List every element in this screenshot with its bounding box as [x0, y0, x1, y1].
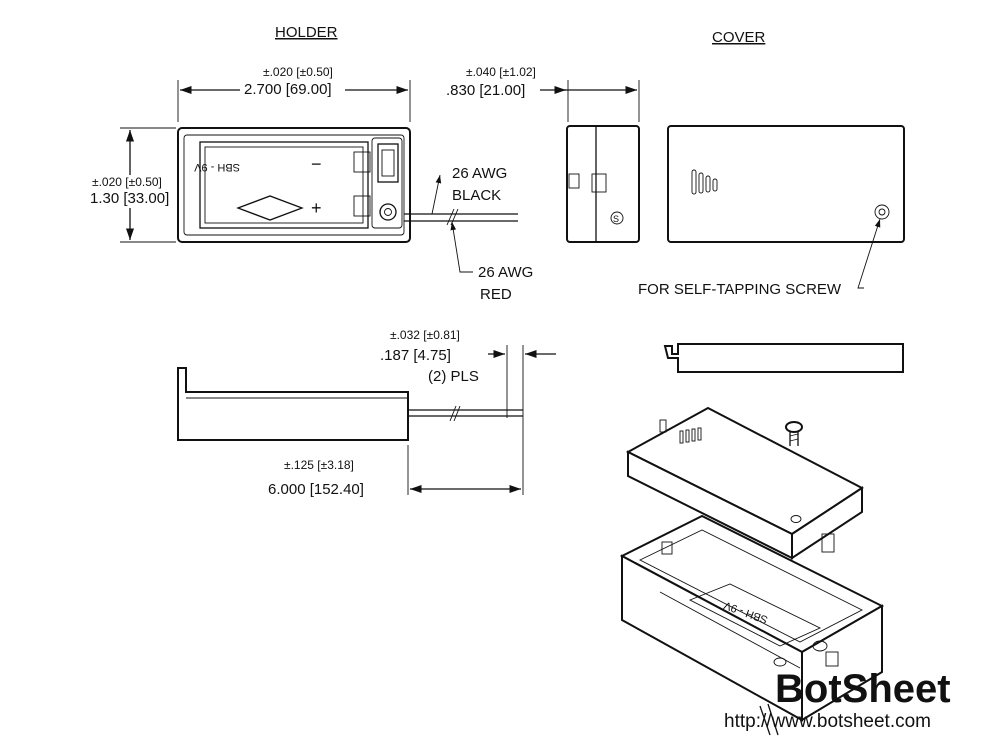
cover-width-tolerance: ±.040 [±1.02]: [466, 65, 536, 79]
minus-sign: −: [311, 154, 322, 174]
cover-width-value: .830 [21.00]: [446, 82, 525, 99]
brand-url: http://www.botsheet.com: [724, 711, 931, 732]
cover-side-view: ±.040 [±1.02] .830 [21.00] S: [446, 65, 640, 243]
holder-height-tolerance: ±.020 [±0.50]: [92, 175, 162, 189]
holder-top-view: ±.020 [±0.50] 2.700 [69.00] ±.020 [±0.50…: [90, 65, 533, 303]
cover-top-view: FOR SELF-TAPPING SCREW: [638, 125, 905, 298]
lead-tolerance: ±.125 [±3.18]: [284, 458, 354, 472]
holder-title: HOLDER: [275, 24, 338, 41]
svg-text:S: S: [613, 214, 619, 224]
screw-note: FOR SELF-TAPPING SCREW: [638, 281, 842, 298]
strip-value: .187 [4.75]: [380, 347, 451, 364]
red-wire-gauge: 26 AWG: [478, 264, 533, 281]
holder-model-label: SBH - 9V: [193, 161, 240, 173]
cover-front-view: [663, 343, 904, 373]
plus-sign: +: [311, 198, 322, 218]
isometric-view: SBH - 9V: [619, 406, 885, 736]
brand-name: BotSheet: [775, 667, 951, 711]
black-wire-color: BLACK: [452, 187, 501, 204]
lead-value: 6.000 [152.40]: [268, 481, 364, 498]
holder-height-value: 1.30 [33.00]: [90, 190, 169, 207]
strip-note: (2) PLS: [428, 368, 479, 385]
black-wire-gauge: 26 AWG: [452, 165, 507, 182]
red-wire-color: RED: [480, 286, 512, 303]
strip-tolerance: ±.032 [±0.81]: [390, 328, 460, 342]
holder-side-view: ±.032 [±0.81] .187 [4.75] (2) PLS ±.125 …: [177, 328, 556, 498]
holder-width-tolerance: ±.020 [±0.50]: [263, 65, 333, 79]
cover-title: COVER: [712, 29, 766, 46]
holder-width-value: 2.700 [69.00]: [244, 81, 332, 98]
